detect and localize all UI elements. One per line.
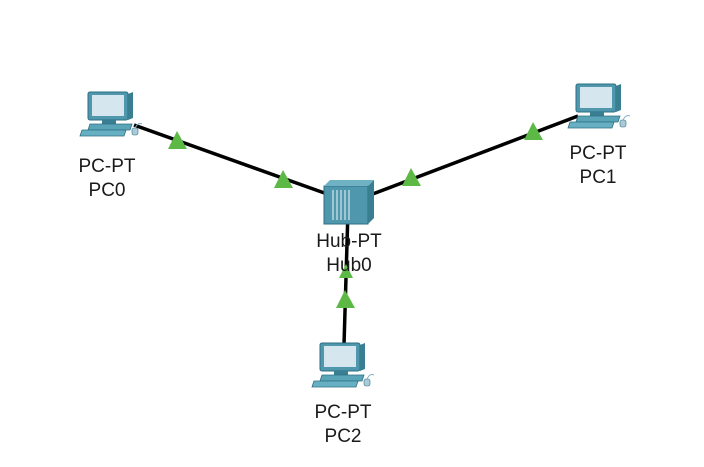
device-pc2[interactable]: PC-PT PC2 bbox=[311, 342, 375, 447]
hub-icon[interactable] bbox=[323, 180, 374, 225]
device-model-label: PC-PT bbox=[570, 143, 627, 164]
device-pc1[interactable]: PC-PT PC1 bbox=[567, 83, 631, 188]
link-indicators bbox=[168, 122, 543, 308]
device-name-label: PC2 bbox=[325, 426, 362, 447]
device-model-label: Hub-PT bbox=[316, 231, 382, 252]
link-pc0-hub0[interactable] bbox=[133, 123, 331, 197]
link-up-indicator-icon bbox=[524, 122, 543, 140]
link-up-indicator-icon bbox=[339, 264, 353, 278]
device-name-label: PC0 bbox=[89, 180, 126, 201]
device-model-label: PC-PT bbox=[315, 402, 372, 423]
device-model-label: PC-PT bbox=[79, 156, 136, 177]
pc-icon[interactable] bbox=[79, 91, 143, 137]
link-up-indicator-icon bbox=[402, 168, 421, 186]
link-up-indicator-icon bbox=[274, 170, 293, 188]
pc-icon[interactable] bbox=[567, 83, 631, 129]
link-pc1-hub0[interactable] bbox=[369, 114, 579, 197]
device-pc0[interactable]: PC-PT PC0 bbox=[79, 91, 143, 201]
device-name-label: Hub0 bbox=[326, 255, 371, 276]
link-up-indicator-icon bbox=[168, 131, 187, 149]
pc-icon[interactable] bbox=[311, 342, 375, 388]
link-up-indicator-icon bbox=[336, 290, 355, 308]
device-name-label: PC1 bbox=[580, 167, 617, 188]
device-hub0[interactable]: Hub-PT Hub0 bbox=[316, 180, 382, 276]
